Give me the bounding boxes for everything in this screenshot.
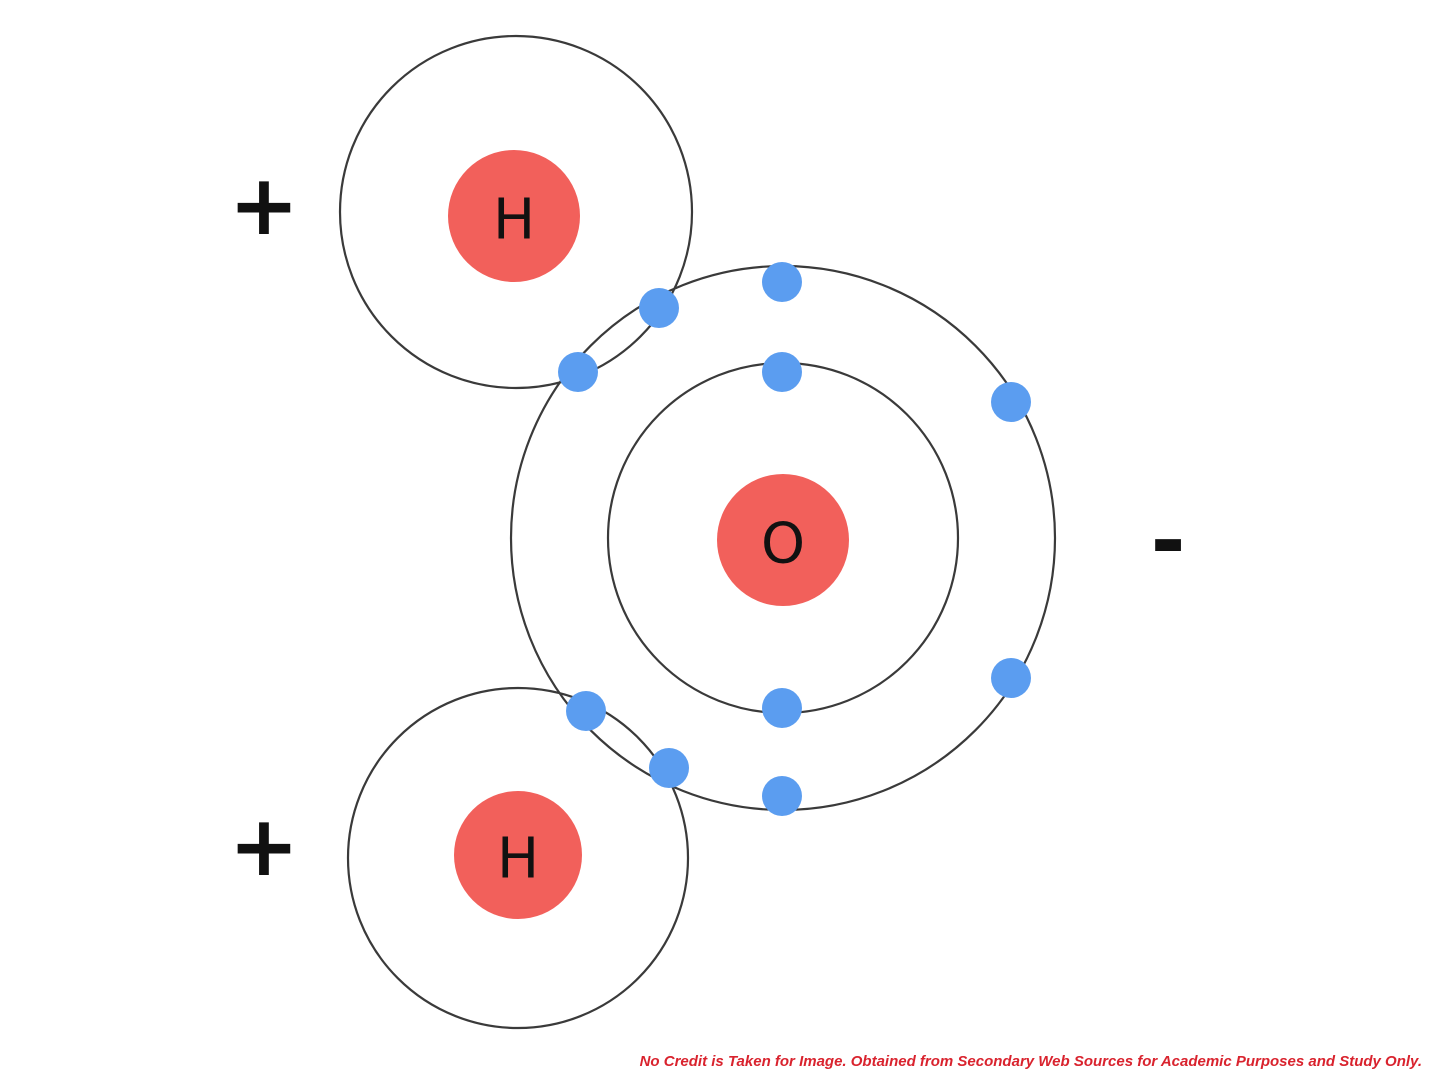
charge-plus-top: +	[229, 156, 299, 254]
charge-minus-oxygen: -	[1151, 491, 1186, 589]
hydrogen-bottom-shell	[346, 686, 690, 1030]
electron-inner-top	[762, 352, 802, 392]
hydrogen-bottom-nucleus	[454, 791, 582, 919]
electrons	[558, 262, 1031, 816]
electron-outer-upper-right	[991, 382, 1031, 422]
electron-inner-bottom	[762, 688, 802, 728]
hydrogen-atom-top: H	[338, 34, 694, 390]
oxygen-label: O	[761, 512, 805, 577]
electron-outer-top	[762, 262, 802, 302]
image-credit-notice: No Credit is Taken for Image. Obtained f…	[639, 1053, 1422, 1070]
electron-bond-bottom-b	[649, 748, 689, 788]
electron-outer-bottom	[762, 776, 802, 816]
electron-bond-bottom-a	[566, 691, 606, 731]
hydrogen-atom-bottom: H	[346, 686, 690, 1030]
hydrogen-bottom-label: H	[497, 827, 539, 892]
electron-bond-top-b	[558, 352, 598, 392]
oxygen-atom: O	[509, 264, 1057, 812]
electron-outer-lower-right	[991, 658, 1031, 698]
oxygen-nucleus	[717, 474, 849, 606]
electron-bond-top-a	[639, 288, 679, 328]
charge-plus-bottom: +	[229, 797, 299, 895]
hydrogen-top-shell	[338, 34, 694, 390]
hydrogen-top-nucleus	[448, 150, 580, 282]
hydrogen-top-label: H	[493, 188, 535, 253]
